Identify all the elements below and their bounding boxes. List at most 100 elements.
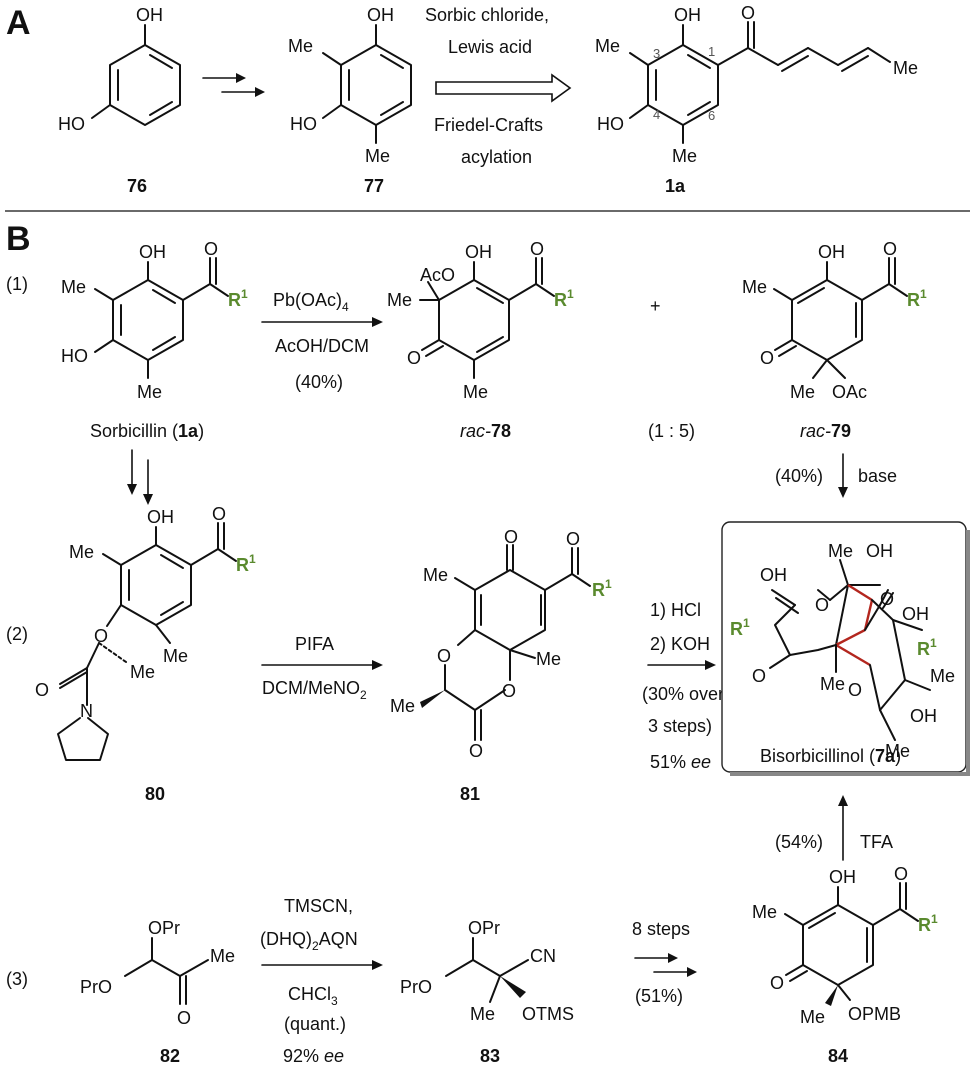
atom-label: Me	[69, 542, 94, 562]
condition-text: acylation	[461, 147, 532, 167]
atom-label: Me	[672, 146, 697, 166]
atom-label: Me	[387, 290, 412, 310]
structure-84: OH O R1 Me O Me OPMB	[752, 864, 938, 1027]
atom-label: OH	[147, 507, 174, 527]
structure-83: OPr PrO CN Me OTMS	[400, 918, 574, 1024]
condition-text: AcOH/DCM	[275, 336, 369, 356]
atom-label: Me	[752, 902, 777, 922]
atom-label: OH	[866, 541, 893, 561]
compound-number-82: 82	[160, 1046, 180, 1066]
reaction-arrow-pb	[261, 317, 383, 327]
condition-text: (quant.)	[284, 1014, 346, 1034]
atom-label: Me	[210, 946, 235, 966]
r1-group: R1	[907, 287, 927, 310]
atom-label: O	[94, 626, 108, 646]
atom-label: Me	[742, 277, 767, 297]
structure-82: OPr PrO Me O	[80, 918, 235, 1028]
atom-label: OH	[136, 5, 163, 25]
sorbicillin-label: Sorbicillin (1a)	[90, 421, 204, 441]
condition-text: 92% ee	[283, 1046, 344, 1066]
atom-label: OH	[674, 5, 701, 25]
atom-label: OTMS	[522, 1004, 574, 1024]
reaction-arrow-hcl	[647, 660, 716, 670]
compound-number-81: 81	[460, 784, 480, 804]
compound-number-80: 80	[145, 784, 165, 804]
condition-text: Lewis acid	[448, 37, 532, 57]
atom-label: CN	[530, 946, 556, 966]
atom-label: O	[502, 681, 516, 701]
condition-text: base	[858, 466, 897, 486]
condition-text: 3 steps)	[648, 716, 712, 736]
atom-label: OH	[902, 604, 929, 624]
locant: 6	[708, 108, 715, 123]
atom-label: PrO	[400, 977, 432, 997]
atom-label: Me	[893, 58, 918, 78]
atom-label: O	[437, 646, 451, 666]
atom-label: O	[848, 680, 862, 700]
condition-text: DCM/MeNO2	[262, 678, 367, 702]
atom-label: Me	[470, 1004, 495, 1024]
compound-number-83: 83	[480, 1046, 500, 1066]
r1-group: R1	[592, 577, 612, 600]
atom-label: Me	[536, 649, 561, 669]
atom-label: N	[80, 701, 93, 721]
reaction-arrow-base	[838, 453, 848, 498]
atom-label: O	[407, 348, 421, 368]
atom-label: Me	[423, 565, 448, 585]
r1-group: R1	[917, 636, 937, 659]
condition-text: (51%)	[635, 986, 683, 1006]
atom-label: HO	[61, 346, 88, 366]
condition-text: (54%)	[775, 832, 823, 852]
route-label-2: (2)	[6, 624, 28, 644]
structure-rac-79: OH O R1 Me O Me OAc	[742, 239, 927, 402]
atom-label: O	[504, 527, 518, 547]
condition-text: (40%)	[295, 372, 343, 392]
atom-label: O	[770, 973, 784, 993]
panel-b-label: B	[6, 220, 31, 258]
atom-label: Me	[137, 382, 162, 402]
atom-label: AcO	[420, 265, 455, 285]
atom-label: O	[35, 680, 49, 700]
compound-label-78: rac-78	[460, 421, 511, 441]
atom-label: PrO	[80, 977, 112, 997]
panel-a-label: A	[6, 4, 31, 42]
atom-label: OPMB	[848, 1004, 901, 1024]
atom-label: Me	[130, 662, 155, 682]
atom-label: Me	[595, 36, 620, 56]
atom-label: OH	[760, 565, 787, 585]
multistep-arrow	[202, 73, 265, 97]
condition-text: (DHQ)2AQN	[260, 929, 358, 953]
condition-text: PIFA	[295, 634, 334, 654]
atom-label: O	[177, 1008, 191, 1028]
structure-sorbicillin: OH O R1 Me HO Me	[61, 239, 248, 402]
condition-text: Sorbic chloride,	[425, 5, 549, 25]
compound-number-76: 76	[127, 176, 147, 196]
locant: 3	[653, 46, 660, 61]
condition-text: Pb(OAc)4	[273, 290, 349, 314]
compound-number-1a: 1a	[665, 176, 686, 196]
atom-label: O	[815, 595, 829, 615]
reaction-arrow-pifa	[261, 660, 383, 670]
atom-label: OH	[910, 706, 937, 726]
multistep-arrow	[634, 953, 697, 977]
multistep-arrow	[127, 449, 153, 505]
condition-text: TFA	[860, 832, 893, 852]
r1-group: R1	[730, 616, 750, 639]
r1-group: R1	[554, 287, 574, 310]
atom-label: HO	[290, 114, 317, 134]
condition-text: 8 steps	[632, 919, 690, 939]
ratio-text: (1 : 5)	[648, 421, 695, 441]
atom-label: O	[880, 589, 894, 609]
atom-label: Me	[885, 741, 910, 761]
atom-label: Me	[61, 277, 86, 297]
atom-label: OH	[139, 242, 166, 262]
condition-text: CHCl3	[288, 984, 338, 1008]
atom-label: O	[204, 239, 218, 259]
friedel-crafts-arrow	[435, 73, 572, 103]
structure-bisorbicillinol: Me OH OH R1 O O Me O OH R1 Me O OH Me	[730, 541, 955, 761]
locant: 1	[708, 44, 715, 59]
atom-label: Me	[365, 146, 390, 166]
atom-label: Me	[390, 696, 415, 716]
atom-label: Me	[820, 674, 845, 694]
condition-text: Friedel-Crafts	[434, 115, 543, 135]
